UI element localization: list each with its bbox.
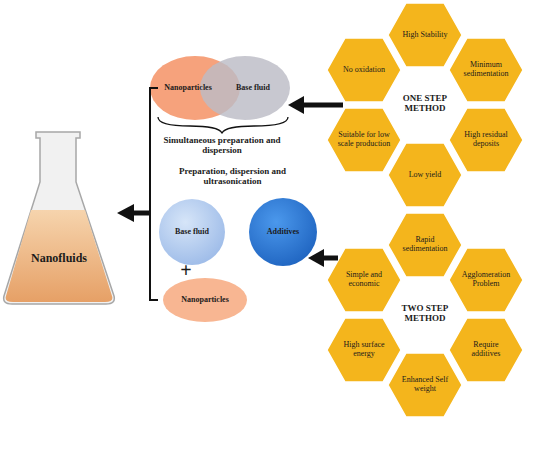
feature-hexagon: Enhanced Self weight — [387, 352, 463, 418]
hexagon-outline — [327, 38, 401, 102]
arrow-shaft — [132, 211, 150, 216]
circle-label: Nanoparticles — [164, 84, 212, 93]
hexagon-text: Minimum sedimentation — [448, 61, 524, 79]
hexagon-outline — [388, 213, 462, 277]
arrow-head — [308, 249, 324, 267]
hexagon-text: Agglomeration Problem — [448, 271, 524, 289]
flask-label: Nanofluids — [31, 252, 87, 265]
base-fluid-circle: Base fluid — [200, 56, 290, 120]
flask-liquid — [6, 210, 113, 302]
flask-shape — [0, 130, 118, 308]
group-bracket — [150, 88, 158, 300]
feature-hexagon: Rapid sedimentation — [387, 212, 463, 278]
hexagon-outline — [388, 143, 462, 207]
hexagon-text: Rapid sedimentation — [387, 236, 463, 254]
hexagon-outline — [449, 108, 523, 172]
hexagon-outline — [449, 318, 523, 382]
hexagon-outline — [449, 38, 523, 102]
feature-hexagon: Minimum sedimentation — [448, 37, 524, 103]
hexagon-outline — [327, 318, 401, 382]
circle-label: Base fluid — [175, 228, 209, 237]
feature-hexagon: High Stability — [387, 2, 463, 68]
hexagon-outline — [327, 248, 401, 312]
flask-glass — [4, 132, 115, 304]
additive-circle: Additives — [249, 198, 317, 266]
feature-hexagon: High surface energy — [326, 317, 402, 383]
feature-hexagon: No oxidation — [326, 37, 402, 103]
arrow-shaft — [322, 256, 338, 261]
hexagon-text: Require additives — [448, 341, 524, 359]
hexagon-text: Enhanced Self weight — [387, 376, 463, 394]
arrow-head — [288, 96, 304, 114]
hexagon-text: Simple and economic — [326, 271, 402, 289]
circle-label: Nanoparticles — [181, 296, 229, 305]
feature-hexagon: Low yield — [387, 142, 463, 208]
nanoparticle-circle: Nanoparticles — [163, 278, 247, 322]
method-title: TWO STEP METHOD — [393, 303, 457, 324]
hexagon-text: High residual deposits — [448, 131, 524, 149]
hexagon-outline — [449, 248, 523, 312]
curly-brace — [158, 117, 288, 133]
hexagon-text: High Stability — [392, 31, 457, 40]
feature-hexagon: Require additives — [448, 317, 524, 383]
hexagon-outline — [388, 353, 462, 417]
circle-label: Base fluid — [236, 84, 270, 93]
process-note: Preparation, dispersion and ultrasonicat… — [155, 166, 310, 187]
arrow-head — [117, 204, 134, 222]
base-fluid-circle: Base fluid — [159, 199, 225, 265]
hexagon-text: Low yield — [399, 171, 452, 180]
feature-hexagon: Agglomeration Problem — [448, 247, 524, 313]
hexagon-text: High surface energy — [326, 341, 402, 359]
hexagon-outline — [327, 108, 401, 172]
feature-hexagon: Suitable for low scale production — [326, 107, 402, 173]
circle-label: Additives — [267, 228, 299, 237]
flask-node: Nanofluids — [0, 130, 118, 308]
arrow-shaft — [302, 103, 343, 108]
method-title: ONE STEP METHOD — [393, 93, 457, 114]
hexagon-outline — [388, 3, 462, 67]
hexagon-text: Suitable for low scale production — [326, 131, 402, 149]
process-note: Simultaneous preparation and dispersion — [157, 135, 287, 156]
hexagon-text: No oxidation — [333, 66, 395, 75]
plus-sign: + — [176, 259, 196, 282]
feature-hexagon: High residual deposits — [448, 107, 524, 173]
